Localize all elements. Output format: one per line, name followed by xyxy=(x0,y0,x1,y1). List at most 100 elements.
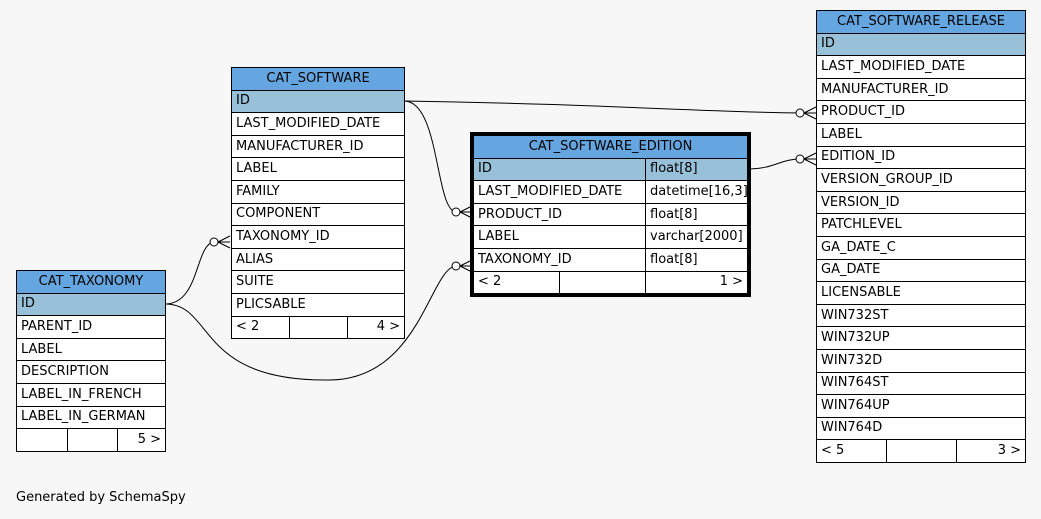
column-name[interactable]: PRODUCT_ID xyxy=(473,202,646,227)
column-row[interactable]: COMPONENT xyxy=(230,202,406,227)
column-row[interactable]: WIN732ST xyxy=(815,303,1027,328)
column-name[interactable]: LABEL_IN_GERMAN xyxy=(16,405,166,430)
column-name[interactable]: WIN764UP xyxy=(815,394,1027,418)
column-row[interactable]: VERSION_GROUP_ID xyxy=(815,168,1027,192)
column-type: float[8] xyxy=(644,157,749,182)
column-row[interactable]: ID xyxy=(16,292,166,317)
column-row[interactable]: PATCHLEVEL xyxy=(815,213,1027,237)
children-count[interactable]: 4 > xyxy=(346,315,406,340)
table-title[interactable]: CAT_SOFTWARE_RELEASE xyxy=(815,10,1027,34)
column-row[interactable]: LABEL xyxy=(230,157,406,181)
column-name[interactable]: PRODUCT_ID xyxy=(815,100,1027,124)
column-row[interactable]: GA_DATE xyxy=(815,258,1027,283)
table-footer: < 2 4 > xyxy=(231,315,406,340)
column-name[interactable]: LABEL_IN_FRENCH xyxy=(16,382,166,407)
column-name[interactable]: TAXONOMY_ID xyxy=(473,247,646,272)
column-row[interactable]: LICENSABLE xyxy=(815,281,1027,305)
column-type: float[8] xyxy=(644,202,749,227)
column-name[interactable]: WIN732D xyxy=(815,348,1027,373)
parents-count[interactable]: < 2 xyxy=(473,270,560,295)
column-name[interactable]: PLICSABLE xyxy=(230,292,406,317)
column-name[interactable]: DESCRIPTION xyxy=(16,360,166,384)
column-name[interactable]: PARENT_ID xyxy=(16,315,166,339)
column-name[interactable]: LAST_MODIFIED_DATE xyxy=(473,180,646,204)
column-row[interactable]: LABEL_IN_FRENCH xyxy=(16,382,166,407)
column-name[interactable]: MANUFACTURER_ID xyxy=(230,134,406,159)
column-name[interactable]: VERSION_GROUP_ID xyxy=(815,168,1027,192)
column-name[interactable]: GA_DATE_C xyxy=(815,235,1027,260)
column-row[interactable]: LABEL xyxy=(16,337,166,362)
parents-count[interactable]: < 2 xyxy=(231,315,290,340)
column-row[interactable]: FAMILY xyxy=(230,179,406,204)
column-row[interactable]: WIN764UP xyxy=(815,394,1027,418)
column-name[interactable]: LAST_MODIFIED_DATE xyxy=(230,112,406,136)
parents-count[interactable] xyxy=(16,428,68,452)
column-name[interactable]: FAMILY xyxy=(230,179,406,204)
column-name[interactable]: WIN732ST xyxy=(815,303,1027,328)
column-row[interactable]: LAST_MODIFIED_DATE xyxy=(230,112,406,136)
column-row[interactable]: MANUFACTURER_ID xyxy=(815,77,1027,102)
column-name[interactable]: ID xyxy=(16,292,166,317)
column-row[interactable]: SUITE xyxy=(230,270,406,294)
column-row[interactable]: ALIAS xyxy=(230,247,406,272)
column-name[interactable]: MANUFACTURER_ID xyxy=(815,77,1027,102)
column-row[interactable]: ID xyxy=(230,89,406,114)
column-row[interactable]: LAST_MODIFIED_DATE xyxy=(815,55,1027,79)
column-name[interactable]: LABEL xyxy=(473,225,646,249)
column-row[interactable]: PRODUCT_ID xyxy=(815,100,1027,124)
column-name[interactable]: LABEL xyxy=(16,337,166,362)
column-name[interactable]: ID xyxy=(473,157,646,182)
column-row[interactable]: GA_DATE_C xyxy=(815,235,1027,260)
column-row[interactable]: LABEL xyxy=(815,122,1027,147)
column-name[interactable]: WIN732UP xyxy=(815,326,1027,350)
column-name[interactable]: TAXONOMY_ID xyxy=(230,225,406,249)
column-name[interactable]: PATCHLEVEL xyxy=(815,213,1027,237)
column-row[interactable]: WIN764ST xyxy=(815,371,1027,396)
column-row[interactable]: WIN732D xyxy=(815,348,1027,373)
parents-count[interactable]: < 5 xyxy=(816,439,887,463)
column-name[interactable]: ID xyxy=(815,32,1027,57)
column-name[interactable]: ID xyxy=(230,89,406,114)
table-title[interactable]: CAT_TAXONOMY xyxy=(16,270,166,294)
generated-by-footer: Generated by SchemaSpy xyxy=(16,490,186,505)
column-name[interactable]: WIN764ST xyxy=(815,371,1027,396)
table-footer: 5 > xyxy=(16,428,166,452)
column-name[interactable]: COMPONENT xyxy=(230,202,406,227)
column-name[interactable]: WIN764D xyxy=(815,416,1027,441)
column-name[interactable]: LABEL xyxy=(815,122,1027,147)
column-row[interactable]: MANUFACTURER_ID xyxy=(230,134,406,159)
column-row[interactable]: ID xyxy=(815,32,1027,57)
table-title[interactable]: CAT_SOFTWARE_EDITION xyxy=(472,135,749,159)
column-row[interactable]: VERSION_ID xyxy=(815,190,1027,215)
column-name[interactable]: ALIAS xyxy=(230,247,406,272)
column-row[interactable]: TAXONOMY_ID xyxy=(230,225,406,249)
column-name[interactable]: GA_DATE xyxy=(815,258,1027,283)
column-row[interactable]: PARENT_ID xyxy=(16,315,166,339)
children-count[interactable]: 1 > xyxy=(644,270,749,295)
column-name[interactable]: LAST_MODIFIED_DATE xyxy=(815,55,1027,79)
column-name[interactable]: VERSION_ID xyxy=(815,190,1027,215)
column-name[interactable]: LABEL xyxy=(230,157,406,181)
table-title[interactable]: CAT_SOFTWARE xyxy=(230,67,406,91)
column-row[interactable]: LABEL_IN_GERMAN xyxy=(16,405,166,430)
column-name[interactable]: LICENSABLE xyxy=(815,281,1027,305)
column-row[interactable]: EDITION_ID xyxy=(815,145,1027,170)
column-row[interactable]: WIN764D xyxy=(815,416,1027,441)
column-row[interactable]: DESCRIPTION xyxy=(16,360,166,384)
column-row[interactable]: WIN732UP xyxy=(815,326,1027,350)
column-row[interactable]: PLICSABLE xyxy=(230,292,406,317)
children-count[interactable]: 5 > xyxy=(117,428,166,452)
edge-edition-release-edition xyxy=(746,158,801,170)
column-name[interactable]: SUITE xyxy=(230,270,406,294)
column-name[interactable]: EDITION_ID xyxy=(815,145,1027,170)
children-count[interactable]: 3 > xyxy=(955,439,1027,463)
